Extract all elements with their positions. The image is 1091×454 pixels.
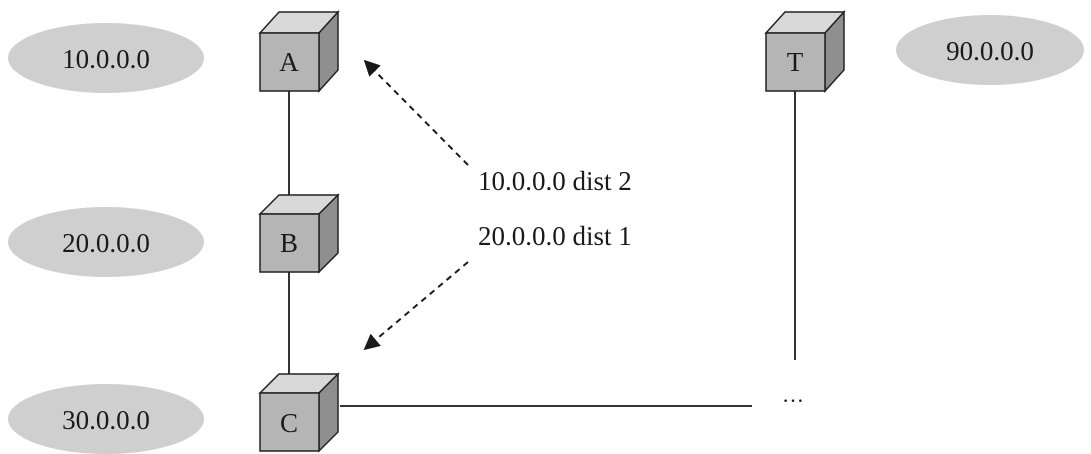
- route-entry-20: 20.0.0.0 dist 1: [478, 221, 632, 251]
- network-20: 20.0.0.0: [8, 207, 204, 277]
- router-a: A: [258, 10, 340, 93]
- network-90: 90.0.0.0: [896, 15, 1084, 85]
- router-label: A: [279, 47, 299, 77]
- network-ellipse: [8, 23, 204, 93]
- arrow-to-a: [363, 59, 469, 166]
- path-ellipsis: …: [782, 382, 804, 407]
- router-label: C: [280, 408, 298, 438]
- network-label: 10.0.0.0: [62, 44, 150, 74]
- network-10: 10.0.0.0: [8, 23, 204, 93]
- cube-front-face: [765, 32, 826, 92]
- router-label: T: [787, 47, 804, 77]
- network-label: 20.0.0.0: [62, 228, 150, 258]
- network-ellipse: [8, 384, 204, 454]
- router-c: C: [258, 372, 340, 453]
- router-t: T: [764, 10, 846, 93]
- network-label: 90.0.0.0: [946, 36, 1034, 66]
- cube-front-face: [259, 392, 320, 452]
- network-30: 30.0.0.0: [8, 384, 204, 454]
- cube-front-face: [259, 32, 320, 92]
- router-label: B: [280, 228, 298, 258]
- network-ellipse: [896, 15, 1084, 85]
- network-label: 30.0.0.0: [62, 405, 150, 435]
- network-ellipse: [8, 207, 204, 277]
- arrow-to-c: [363, 261, 469, 351]
- cube-front-face: [259, 213, 320, 273]
- router-b: B: [258, 193, 340, 274]
- route-entry-10: 10.0.0.0 dist 2: [478, 166, 632, 196]
